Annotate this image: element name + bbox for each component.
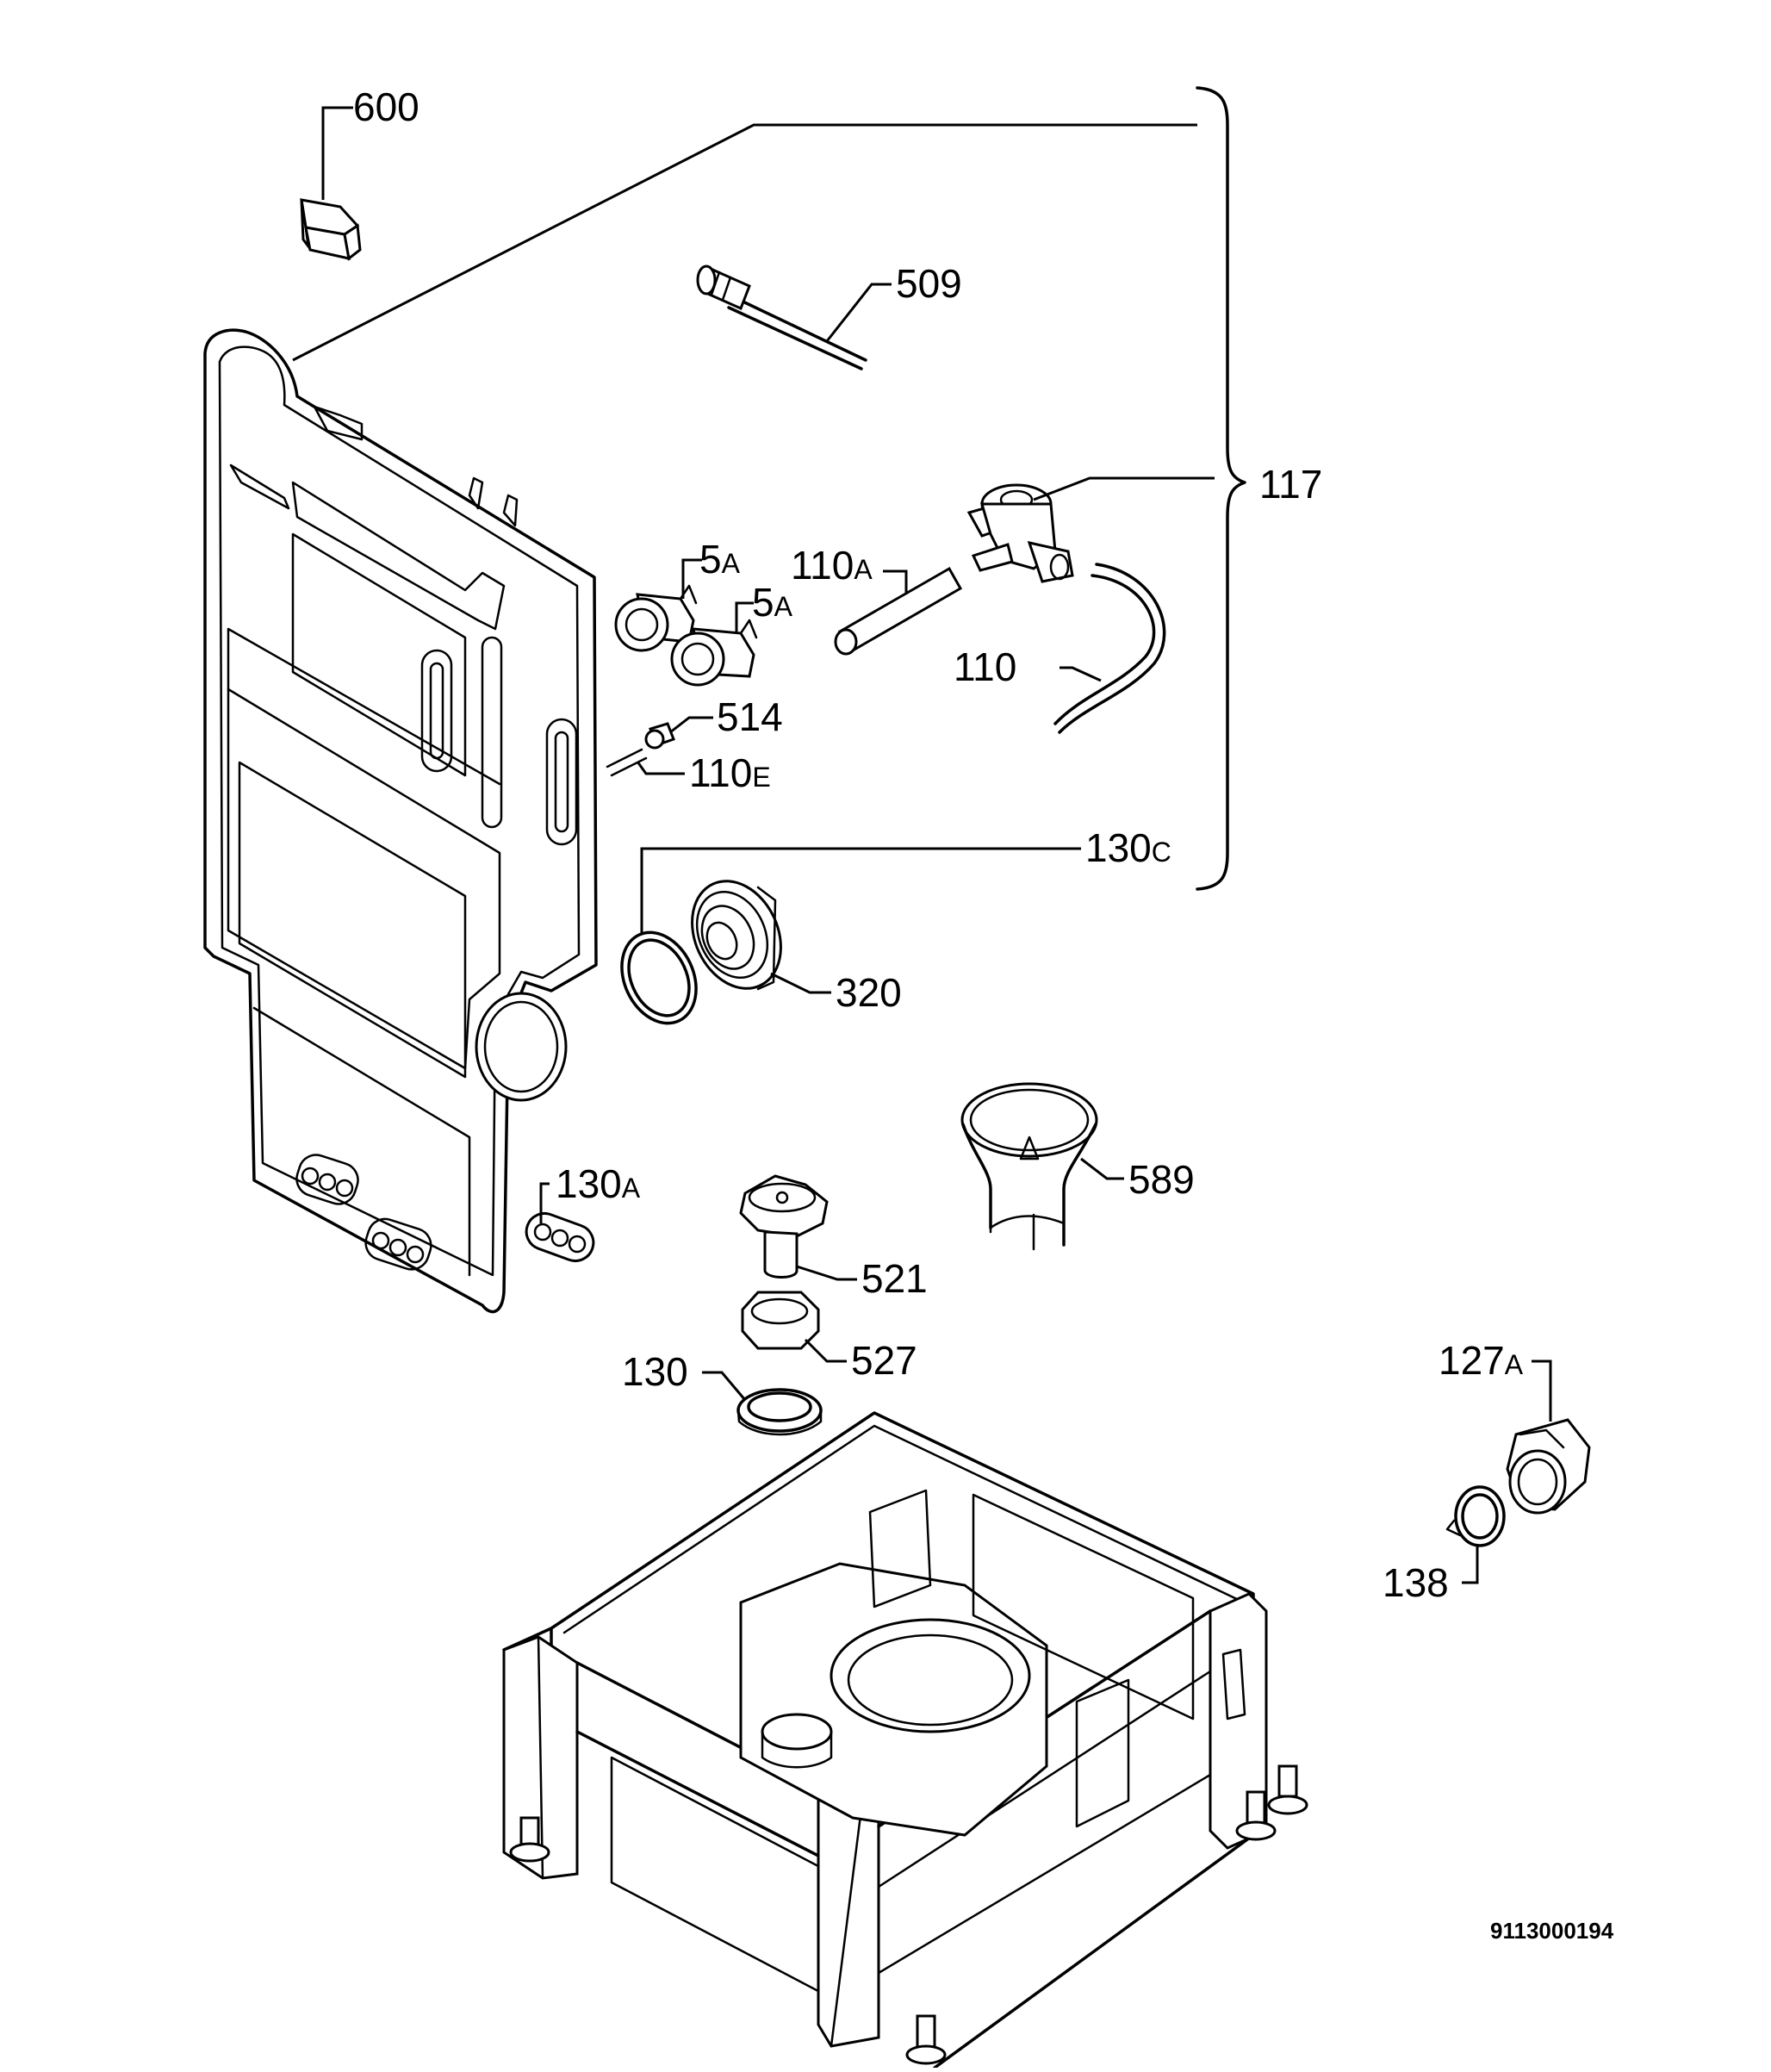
part-127a-connector: [1506, 1418, 1591, 1515]
part-130-ring: [736, 1388, 823, 1436]
part-514-nipple: [644, 722, 675, 750]
callout-130a: 130A: [556, 1161, 641, 1206]
part-110a-tube: [834, 566, 963, 656]
callout-138: 138: [1383, 1560, 1449, 1605]
callout-130c: 130C: [1085, 825, 1171, 870]
callout-110e: 110E: [689, 750, 771, 795]
callout-521: 521: [861, 1256, 928, 1301]
callout-110: 110: [954, 644, 1016, 689]
callout-5a-2: 5A: [752, 580, 793, 625]
part-521-cap: [739, 1174, 829, 1279]
part-pressure-valve: [966, 483, 1074, 583]
callout-127a: 127A: [1439, 1338, 1524, 1383]
callout-110a: 110A: [791, 543, 873, 588]
leader-lines: [321, 106, 1552, 1584]
part-527-nut: [741, 1291, 820, 1350]
part-138-clamp: [1445, 1485, 1506, 1547]
part-320-seal: [691, 880, 782, 991]
part-589-funnel: [960, 1082, 1098, 1251]
callout-514: 514: [717, 694, 783, 739]
part-110-hose-inner: [1053, 574, 1156, 725]
callout-509: 509: [896, 261, 962, 306]
frame-foot-back: [1235, 1790, 1277, 1841]
tank-side-panel: [203, 328, 598, 1314]
part-130a-grommet: [525, 1212, 595, 1262]
callout-130: 130: [622, 1349, 688, 1394]
bracket-117: [1196, 86, 1246, 891]
base-frame: [502, 1411, 1308, 2069]
leader-panel-to-117: [292, 123, 1197, 362]
callout-117: 117: [1259, 462, 1322, 507]
part-130c-ring: [620, 930, 698, 1025]
frame-foot-right: [1267, 1764, 1308, 1815]
callout-589: 589: [1128, 1157, 1195, 1202]
part-600-block: [300, 198, 362, 261]
callout-5a-1: 5A: [699, 537, 741, 582]
reference-code: 9113000194: [1490, 1918, 1614, 1944]
callout-600: 600: [353, 84, 419, 129]
frame-foot-left: [509, 1816, 550, 1863]
part-110e-small-tube: [606, 748, 648, 777]
part-5a-valve-2: [670, 619, 758, 687]
frame-foot-center: [905, 2014, 947, 2065]
callout-labels: 600 509 117 5A 5A 110A 110 514 110E 130C…: [353, 84, 1524, 1605]
part-5a-valve-1: [614, 584, 698, 652]
callout-320: 320: [836, 970, 902, 1015]
callout-527: 527: [851, 1338, 917, 1383]
part-509-rod: [696, 264, 867, 370]
part-110-hose: [1058, 563, 1166, 734]
